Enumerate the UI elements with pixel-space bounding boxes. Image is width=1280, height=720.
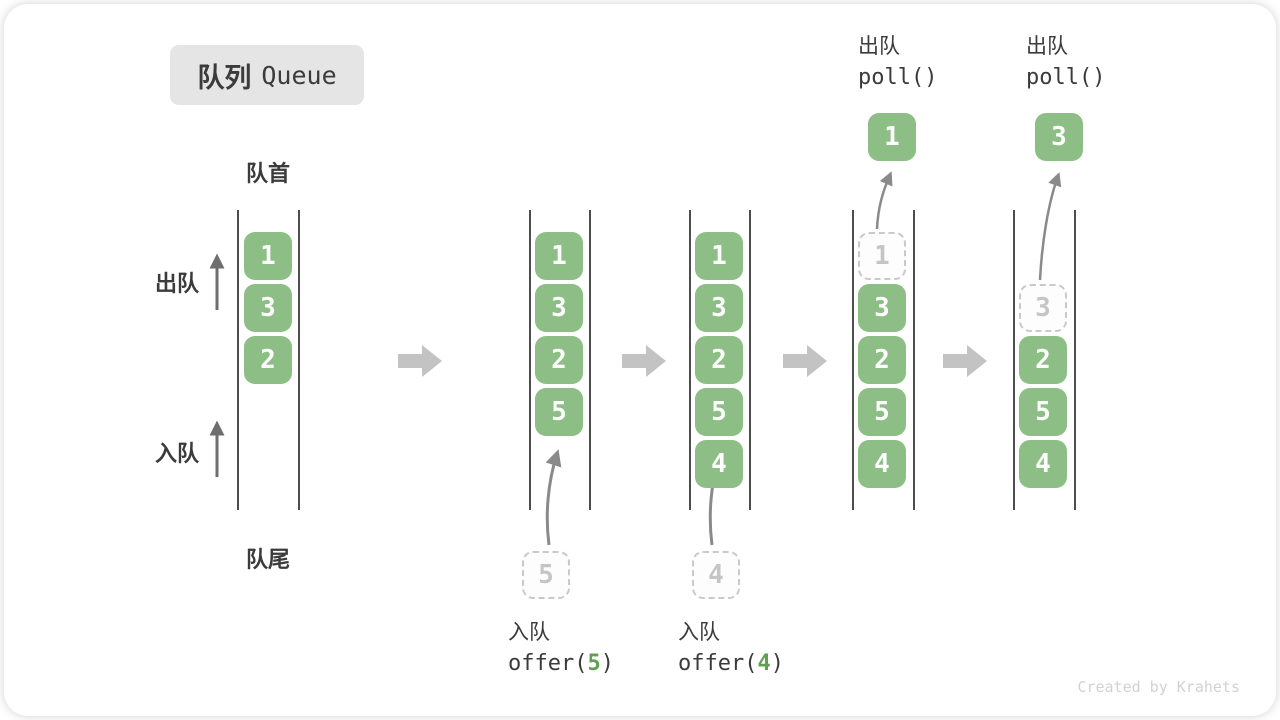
queue-wall: [237, 210, 239, 510]
pending-cell: 4: [692, 551, 740, 599]
polled-cell: 1: [868, 113, 916, 161]
title-en: Queue: [261, 60, 337, 90]
enqueue-operation: 入队 offer(4): [678, 618, 784, 680]
watermark: Created by Krahets: [1077, 678, 1240, 696]
polled-cell: 3: [1035, 113, 1083, 161]
queue-cell: 3: [244, 284, 292, 332]
queue-cell: 2: [858, 336, 906, 384]
poll-arrow-3: [1038, 172, 1062, 281]
queue-cell: 1: [535, 232, 583, 280]
transition-arrow: [783, 345, 827, 377]
operation-code: poll(): [858, 65, 938, 90]
queue-wall: [298, 210, 300, 510]
queue-wall: [1074, 210, 1076, 510]
queue-wall: [749, 210, 751, 510]
arrows-overlay: [209, 171, 1062, 546]
queue-wall: [852, 210, 854, 510]
transition-arrow: [398, 345, 442, 377]
label-queue-front: 队首: [246, 161, 291, 186]
pending-cell: 5: [522, 551, 570, 599]
queue-cell: 4: [858, 440, 906, 488]
dequeue-operation: 出队 poll(): [1026, 32, 1105, 94]
queue-wall: [689, 210, 691, 510]
queue-cell-removed: 1: [858, 232, 906, 280]
queue-cell: 2: [535, 336, 583, 384]
operation-arg: 4: [757, 651, 771, 676]
operation-label: 入队: [508, 621, 550, 644]
queue-cell: 3: [858, 284, 906, 332]
queue-cell-removed: 3: [1019, 284, 1067, 332]
label-queue-rear: 队尾: [246, 547, 291, 572]
enqueue-arrow-offer-5: [545, 449, 562, 546]
queue-cell: 5: [858, 388, 906, 436]
label-enqueue: 入队: [155, 441, 200, 466]
queue-cell: 2: [1019, 336, 1067, 384]
queue-cell: 2: [244, 336, 292, 384]
title-zh: 队列: [197, 62, 252, 93]
title-box: 队列 Queue: [170, 45, 364, 105]
queue-diagram-canvas: 队列 Queue 队首 队尾 出队 入队 Created by Krahets …: [4, 4, 1276, 716]
queue-cell: 5: [535, 388, 583, 436]
queue-cell: 1: [244, 232, 292, 280]
transition-arrow: [622, 345, 666, 377]
operation-arg: 5: [587, 651, 601, 676]
queue-wall: [529, 210, 531, 510]
operation-label: 入队: [678, 621, 720, 644]
queue-cell: 4: [1019, 440, 1067, 488]
queue-cell: 5: [1019, 388, 1067, 436]
queue-cell: 3: [535, 284, 583, 332]
queue-wall: [1013, 210, 1015, 510]
poll-arrow-1: [875, 171, 893, 230]
enqueue-operation: 入队 offer(5): [508, 618, 614, 680]
queue-wall: [589, 210, 591, 510]
label-dequeue: 出队: [155, 271, 200, 296]
operation-code: offer(5): [508, 651, 614, 676]
operation-label: 出队: [1026, 35, 1068, 58]
queue-cell: 1: [695, 232, 743, 280]
queue-cell: 3: [695, 284, 743, 332]
dequeue-operation: 出队 poll(): [858, 32, 937, 94]
queue-wall: [913, 210, 915, 510]
queue-cell: 2: [695, 336, 743, 384]
transition-arrow: [943, 345, 987, 377]
queue-cell: 4: [695, 440, 743, 488]
queue-cell: 5: [695, 388, 743, 436]
operation-code: offer(4): [678, 651, 784, 676]
operation-code: poll(): [1026, 65, 1106, 90]
operation-label: 出队: [858, 35, 900, 58]
